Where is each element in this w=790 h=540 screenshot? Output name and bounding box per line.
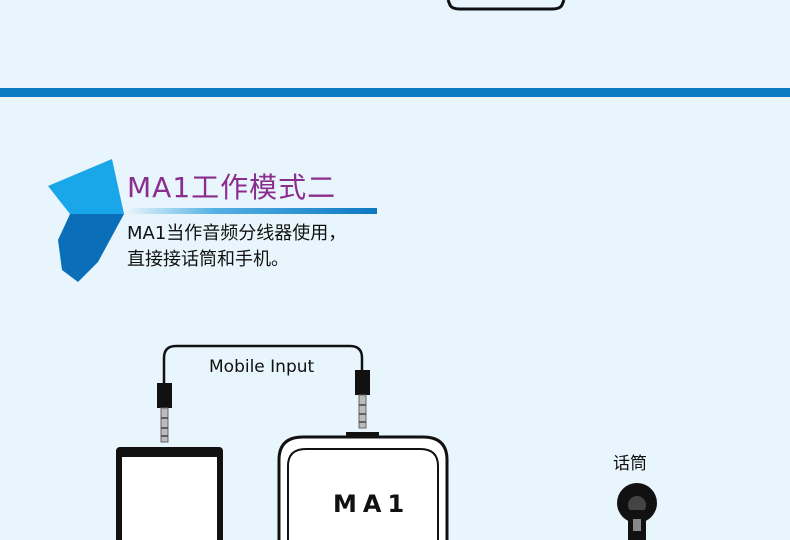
audio-cable [162, 344, 364, 383]
section-divider-bar [0, 88, 790, 97]
title-underline [127, 208, 377, 214]
ma1-device [277, 435, 449, 540]
section-description: MA1当作音频分线器使用， 直接接话筒和手机。 [127, 221, 346, 273]
left-audio-plug [157, 383, 172, 443]
phone-device [116, 447, 223, 540]
mobile-input-label: Mobile Input [209, 357, 315, 377]
ma1-device-label: MA1 [333, 490, 411, 518]
description-line-1: MA1当作音频分线器使用， [127, 223, 347, 244]
section-title: MA1工作模式二 [127, 171, 337, 204]
mode-badge-dark [58, 214, 124, 282]
microphone [617, 483, 657, 540]
microphone-label: 话筒 [613, 454, 647, 474]
description-line-2: 直接接话筒和手机。 [127, 249, 289, 270]
mode-badge-light [48, 159, 124, 214]
right-audio-plug [346, 370, 379, 437]
previous-device-outline [446, 0, 566, 11]
